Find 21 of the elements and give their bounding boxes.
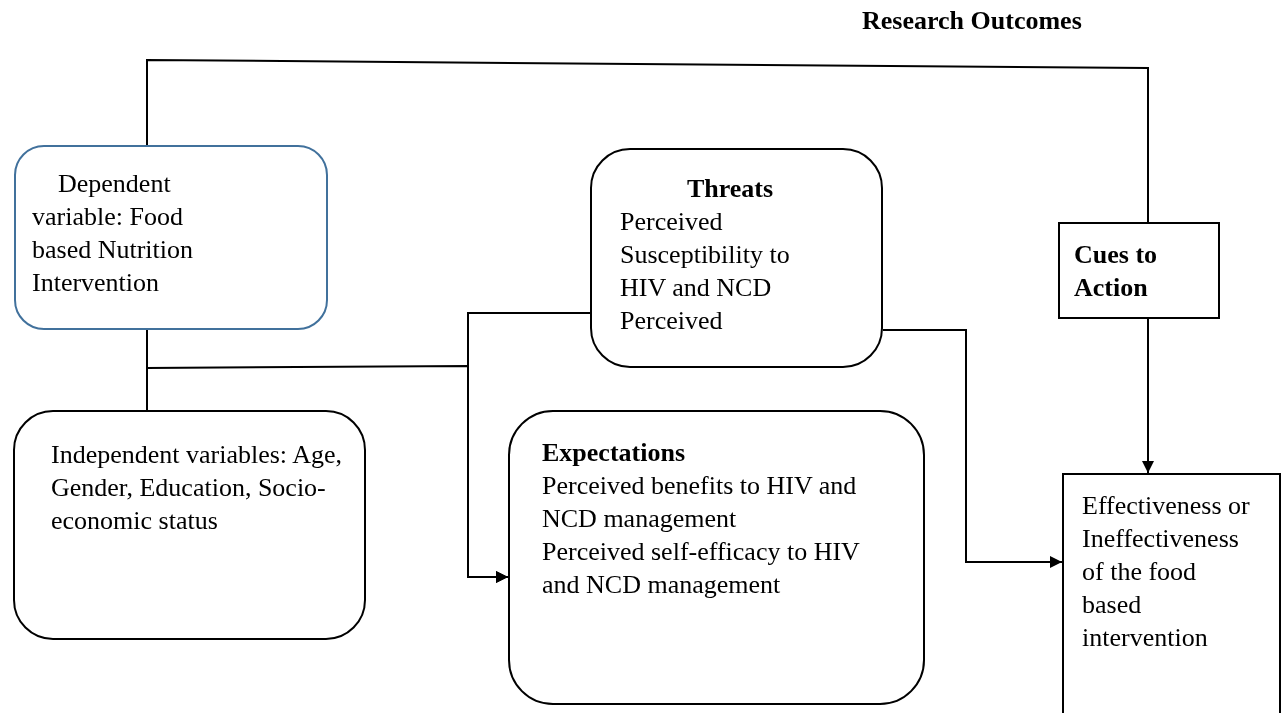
box-text: Effectiveness or Ineffectiveness of the food based intervention — [1082, 490, 1251, 654]
box-text: Dependent variable: Food based Nutrition Intervention — [32, 168, 195, 299]
rounded-box — [508, 410, 925, 705]
rounded-box — [590, 148, 883, 368]
box-heading: Expectations — [542, 437, 686, 469]
box-text: Perceived — [620, 305, 724, 337]
arrow — [1142, 318, 1154, 474]
arrow — [467, 312, 591, 583]
rounded-box — [14, 145, 328, 330]
diagram-title: Research Outcomes — [862, 6, 1082, 36]
arrow — [882, 329, 1063, 568]
box-text: Perceived benefits to HIV and NCD management — [542, 470, 858, 535]
process-box — [1062, 473, 1281, 713]
box-heading: Threats — [685, 173, 775, 205]
process-box — [1058, 222, 1220, 319]
box-text: Perceived self-efficacy to HIV and NCD management — [542, 536, 861, 601]
box-text: Independent variables: Age, Gender, Education, Socio-economic status — [51, 439, 343, 537]
box-text: Perceived Susceptibility to HIV and NCD — [620, 206, 791, 304]
rounded-box — [13, 410, 366, 640]
connector-line — [146, 59, 1149, 223]
box-text: Cues to Action — [1074, 239, 1159, 304]
